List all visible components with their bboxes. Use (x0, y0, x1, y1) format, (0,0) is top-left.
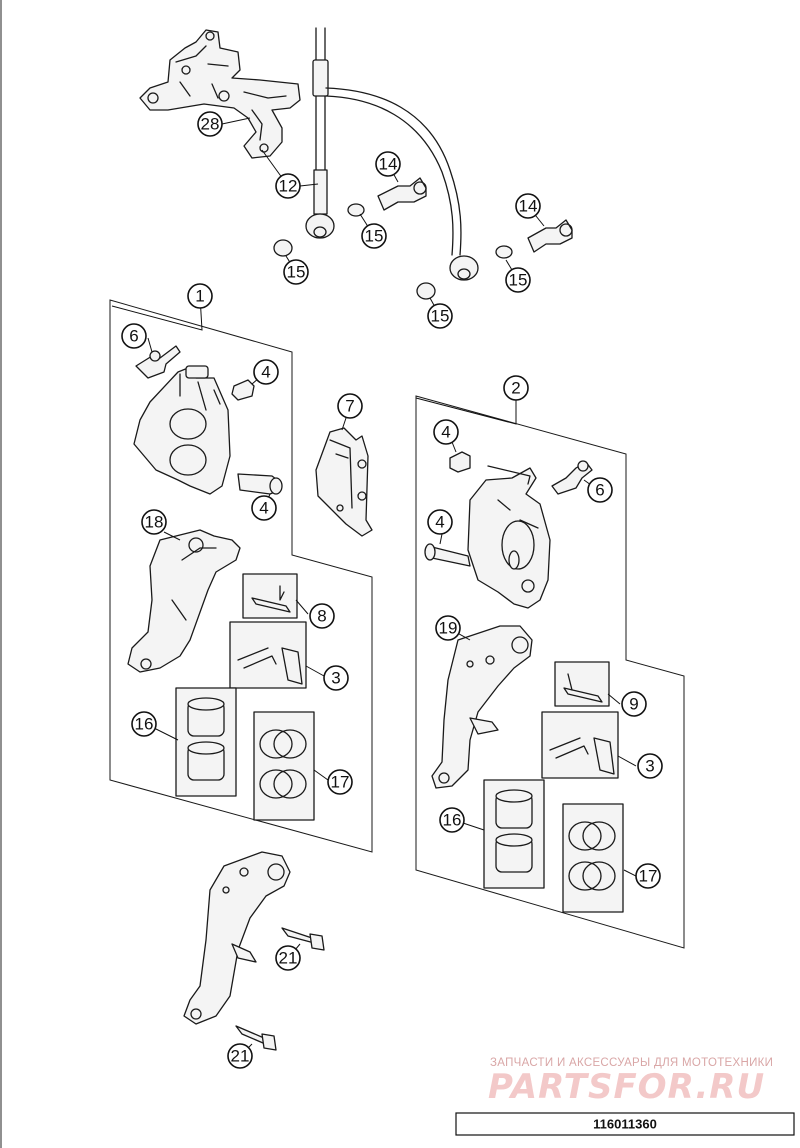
svg-text:21: 21 (231, 1047, 250, 1066)
watermark-tagline: ЗАПЧАСТИ И АКСЕССУАРЫ ДЛЯ МОТОТЕХНИКИ (490, 1057, 773, 1069)
svg-text:4: 4 (259, 499, 268, 518)
svg-text:6: 6 (595, 481, 604, 500)
piston-kit-box-16-right (483, 779, 545, 889)
callout-9: 9 (621, 691, 647, 717)
callout-12: 12 (275, 173, 301, 199)
pin-small (231, 379, 255, 401)
callout-2: 2 (503, 375, 529, 401)
svg-text:19: 19 (439, 619, 458, 638)
svg-text:7: 7 (345, 397, 354, 416)
callout-17: 17 (327, 769, 353, 795)
bleeder-valve-right (551, 460, 593, 495)
svg-text:1: 1 (195, 287, 204, 306)
caliper-bracket-bottom (183, 851, 291, 1025)
svg-text:4: 4 (261, 363, 270, 382)
svg-text:28: 28 (201, 115, 220, 134)
svg-text:2: 2 (511, 379, 520, 398)
bolt-21-upper (281, 927, 325, 951)
callout-21: 21 (227, 1043, 253, 1069)
svg-text:6: 6 (129, 327, 138, 346)
svg-text:8: 8 (317, 607, 326, 626)
callout-8: 8 (309, 603, 335, 629)
callout-15: 15 (361, 223, 387, 249)
callout-3: 3 (323, 665, 349, 691)
diagram-code-box (455, 1112, 795, 1136)
callout-6: 6 (587, 477, 613, 503)
callout-4: 4 (433, 419, 459, 445)
callout-15: 15 (427, 303, 453, 329)
svg-text:16: 16 (443, 811, 462, 830)
brake-line-bracket (139, 29, 301, 159)
washer-icon (495, 245, 513, 259)
brake-line-long (325, 87, 479, 281)
pin-long-right (424, 543, 471, 567)
brake-line-short (305, 27, 335, 239)
pin-kit-box-8 (242, 573, 298, 619)
callout-14: 14 (515, 193, 541, 219)
callout-4: 4 (427, 509, 453, 535)
callout-19: 19 (435, 615, 461, 641)
svg-text:9: 9 (629, 695, 638, 714)
callout-16: 16 (131, 711, 157, 737)
callout-15: 15 (505, 267, 531, 293)
banjo-bolt-right (527, 219, 573, 253)
svg-text:3: 3 (331, 669, 340, 688)
pin-kit-box-9 (554, 661, 610, 707)
svg-text:14: 14 (379, 155, 398, 174)
svg-text:4: 4 (435, 513, 444, 532)
banjo-bolt-left (377, 177, 427, 211)
pin-long (237, 473, 283, 495)
svg-text:17: 17 (331, 773, 350, 792)
caliper-right (467, 465, 551, 609)
brake-pad (315, 427, 373, 537)
svg-text:14: 14 (519, 197, 538, 216)
svg-text:16: 16 (135, 715, 154, 734)
watermark-logo: PARTSFOR.RU (488, 1067, 765, 1107)
svg-text:12: 12 (279, 177, 298, 196)
pin-small-right (449, 451, 471, 473)
callout-18: 18 (141, 509, 167, 535)
washer-icon (416, 282, 436, 300)
callout-21: 21 (275, 945, 301, 971)
kit-2-panel (415, 395, 685, 949)
bleeder-valve-left (135, 345, 181, 379)
svg-text:4: 4 (441, 423, 450, 442)
pad-kit-box-3-right (541, 711, 619, 779)
svg-text:21: 21 (279, 949, 298, 968)
callout-3: 3 (637, 753, 663, 779)
callout-1: 1 (187, 283, 213, 309)
callout-14: 14 (375, 151, 401, 177)
seal-kit-box-17 (253, 711, 315, 821)
svg-text:15: 15 (509, 271, 528, 290)
pad-kit-box-3 (229, 621, 307, 689)
callout-4: 4 (251, 495, 277, 521)
kit-1-panel (109, 299, 373, 853)
caliper-left (133, 365, 231, 495)
svg-text:18: 18 (145, 513, 164, 532)
callout-4: 4 (253, 359, 279, 385)
svg-text:17: 17 (639, 867, 658, 886)
washer-icon (347, 203, 365, 217)
svg-text:15: 15 (365, 227, 384, 246)
washer-icon (273, 239, 293, 257)
bolt-21-lower (235, 1025, 277, 1051)
callout-17: 17 (635, 863, 661, 889)
callout-7: 7 (337, 393, 363, 419)
callout-28: 28 (197, 111, 223, 137)
caliper-bracket-19 (431, 625, 533, 789)
callout-15: 15 (283, 259, 309, 285)
svg-text:15: 15 (287, 263, 306, 282)
svg-text:3: 3 (645, 757, 654, 776)
caliper-bracket-18 (127, 529, 241, 673)
callout-6: 6 (121, 323, 147, 349)
callout-16: 16 (439, 807, 465, 833)
piston-kit-box-16 (175, 687, 237, 797)
diagram-code: 116011360 (593, 1117, 657, 1132)
seal-kit-box-17-right (562, 803, 624, 913)
svg-text:15: 15 (431, 307, 450, 326)
